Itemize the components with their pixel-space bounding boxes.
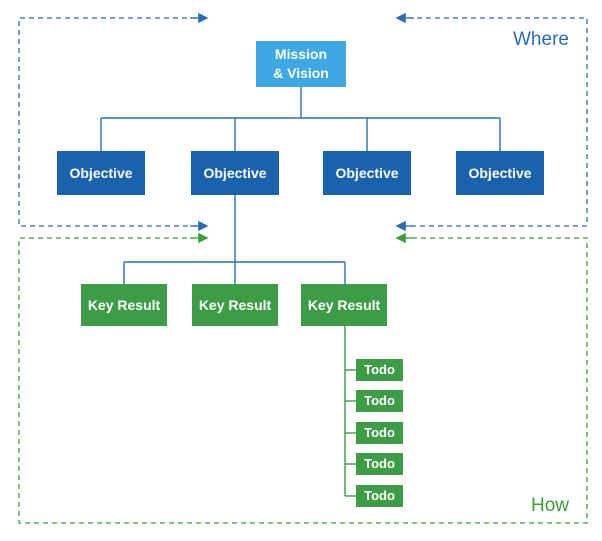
mission-vision-node: Mission & Vision [256, 41, 346, 87]
todo-node-5: Todo [356, 485, 403, 507]
key-result-node-2: Key Result [192, 284, 278, 326]
todo-node-2: Todo [356, 390, 403, 412]
key-result-to-todo-connectors [344, 326, 356, 497]
where-zone-label: Where [513, 29, 569, 50]
todo-node-3: Todo [356, 422, 403, 444]
where-zone-boundary [18, 17, 588, 227]
key-result-node-1: Key Result [81, 284, 167, 326]
mission-to-objective-connectors [100, 87, 501, 151]
objective-node-1: Objective [57, 151, 145, 195]
objective-node-2: Objective [191, 151, 279, 195]
where-zone-arrows [190, 12, 414, 232]
how-zone-boundary [18, 237, 588, 524]
objective-node-3: Objective [323, 151, 411, 195]
todo-node-4: Todo [356, 453, 403, 475]
objective-node-4: Objective [456, 151, 544, 195]
key-result-node-3: Key Result [301, 284, 387, 326]
todo-node-1: Todo [356, 359, 403, 381]
objective-to-key-result-connectors [123, 195, 346, 284]
how-zone-label: How [531, 495, 570, 516]
